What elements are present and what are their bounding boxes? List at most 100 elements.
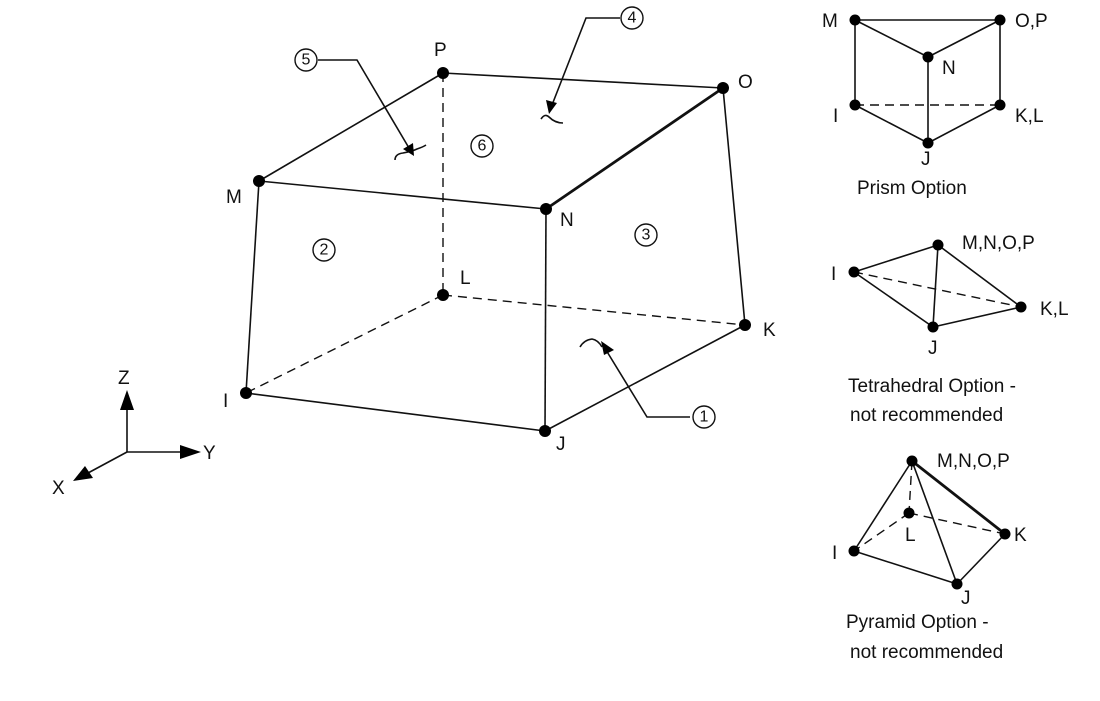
edge-o-k	[722, 87, 746, 326]
node-label-m: M	[226, 187, 242, 208]
edge-m-n	[258, 180, 547, 210]
tetra-edge-j-kl	[932, 306, 1022, 328]
tetrahedral-option: M,N,O,P I K,L J Tetrahedral Option - not…	[831, 233, 1069, 426]
pyramid-caption-line2: not recommended	[850, 642, 1003, 663]
arrowhead-face-5	[403, 143, 414, 156]
edge-i-j	[245, 392, 546, 432]
tetra-edge-i-kl	[853, 271, 1022, 308]
pyramid-edge-apex-j	[911, 460, 958, 585]
prism-edge-j-kl	[927, 104, 1001, 144]
edge-n-o	[545, 86, 724, 211]
prism-node-op	[994, 14, 1006, 26]
tetra-label-kl: K,L	[1040, 299, 1069, 320]
node-i	[240, 387, 252, 399]
tetra-node-j	[927, 321, 939, 333]
prism-node-j	[922, 137, 934, 149]
edge-p-o	[442, 72, 724, 89]
prism-label-kl: K,L	[1015, 106, 1044, 127]
pyramid-node-l	[903, 507, 915, 519]
face-callout-2: 2	[312, 238, 336, 262]
prism-caption: Prism Option	[857, 178, 967, 199]
axis-y-arrow	[180, 445, 201, 459]
pyramid-node-i	[848, 545, 860, 557]
leader-face-1	[605, 349, 690, 418]
node-label-j: J	[556, 434, 566, 455]
pyramid-label-k: K	[1014, 525, 1027, 546]
prism-node-kl	[994, 99, 1006, 111]
node-l	[437, 289, 449, 301]
node-n	[540, 203, 552, 215]
node-k	[739, 319, 751, 331]
edge-n-j	[544, 208, 547, 432]
node-p	[437, 67, 449, 79]
pyramid-edge-apex-l	[908, 460, 913, 514]
node-label-p: P	[434, 40, 447, 61]
edge-m-i	[245, 180, 260, 394]
pyramid-option: M,N,O,P L I K J Pyramid Option - not rec…	[832, 451, 1027, 663]
coordinate-axes: Z Y X	[52, 368, 216, 499]
face-number-3: 3	[642, 227, 651, 244]
axis-x-line	[87, 451, 128, 474]
node-m	[253, 175, 265, 187]
node-label-o: O	[738, 72, 753, 93]
tetra-edge-mnop-kl	[937, 244, 1022, 308]
leader-face-5	[318, 59, 410, 149]
node-label-l: L	[460, 268, 471, 289]
face-callout-6: 6	[470, 134, 494, 158]
pyramid-label-i: I	[832, 543, 837, 564]
prism-label-j: J	[921, 149, 931, 170]
node-label-i: I	[223, 391, 228, 412]
axis-z-arrow	[120, 390, 134, 410]
pyramid-edge-apex-i	[853, 460, 913, 552]
face-callout-4: 4	[620, 6, 644, 30]
tetra-label-i: I	[831, 264, 836, 285]
pyramid-caption-line1: Pyramid Option -	[846, 612, 989, 633]
prism-edge-m-n	[854, 19, 929, 58]
pyramid-label-j: J	[961, 588, 971, 609]
face-marker-1	[579, 338, 603, 348]
axis-x-arrow	[73, 466, 93, 481]
tetra-label-mnop: M,N,O,P	[962, 233, 1035, 254]
prism-label-m: M	[822, 11, 838, 32]
pyramid-edge-j-k	[956, 533, 1006, 585]
node-label-k: K	[763, 320, 776, 341]
pyramid-edge-l-k	[908, 512, 1006, 535]
pyramid-edge-l-i	[853, 512, 910, 552]
prism-edge-i-j	[854, 104, 929, 144]
edge-j-k	[544, 324, 746, 432]
prism-edge-n-op	[927, 19, 1001, 58]
face-number-1: 1	[700, 409, 709, 426]
tetra-node-i	[848, 266, 860, 278]
node-j	[539, 425, 551, 437]
node-o	[717, 82, 729, 94]
pyramid-edge-apex-k	[911, 459, 1006, 536]
edge-l-k	[442, 294, 746, 326]
axis-label-z: Z	[118, 368, 130, 389]
pyramid-node-j	[951, 578, 963, 590]
edge-l-i	[245, 294, 444, 394]
face-callout-3: 3	[634, 223, 658, 247]
face-marker-4	[540, 114, 564, 124]
prism-node-n	[922, 51, 934, 63]
arrowhead-face-1	[601, 341, 614, 355]
pyramid-node-k	[999, 528, 1011, 540]
hexahedron-element: 1 2 3 4 5 6 I J	[223, 6, 776, 455]
prism-node-m	[849, 14, 861, 26]
axis-label-y: Y	[203, 443, 216, 464]
face-number-5: 5	[302, 52, 311, 69]
prism-label-i: I	[833, 106, 838, 127]
face-number-6: 6	[478, 138, 487, 155]
face-number-2: 2	[320, 242, 329, 259]
prism-option: M O,P N I K,L J Prism Option	[822, 11, 1048, 199]
tetra-edge-i-j	[853, 271, 934, 328]
pyramid-label-mnop: M,N,O,P	[937, 451, 1010, 472]
leader-face-4	[551, 17, 620, 106]
edge-m-p	[258, 72, 444, 182]
axis-label-x: X	[52, 478, 65, 499]
tetra-label-j: J	[928, 338, 938, 359]
prism-node-i	[849, 99, 861, 111]
face-callout-1: 1	[692, 405, 716, 429]
tetra-node-kl	[1015, 301, 1027, 313]
prism-label-n: N	[942, 58, 956, 79]
